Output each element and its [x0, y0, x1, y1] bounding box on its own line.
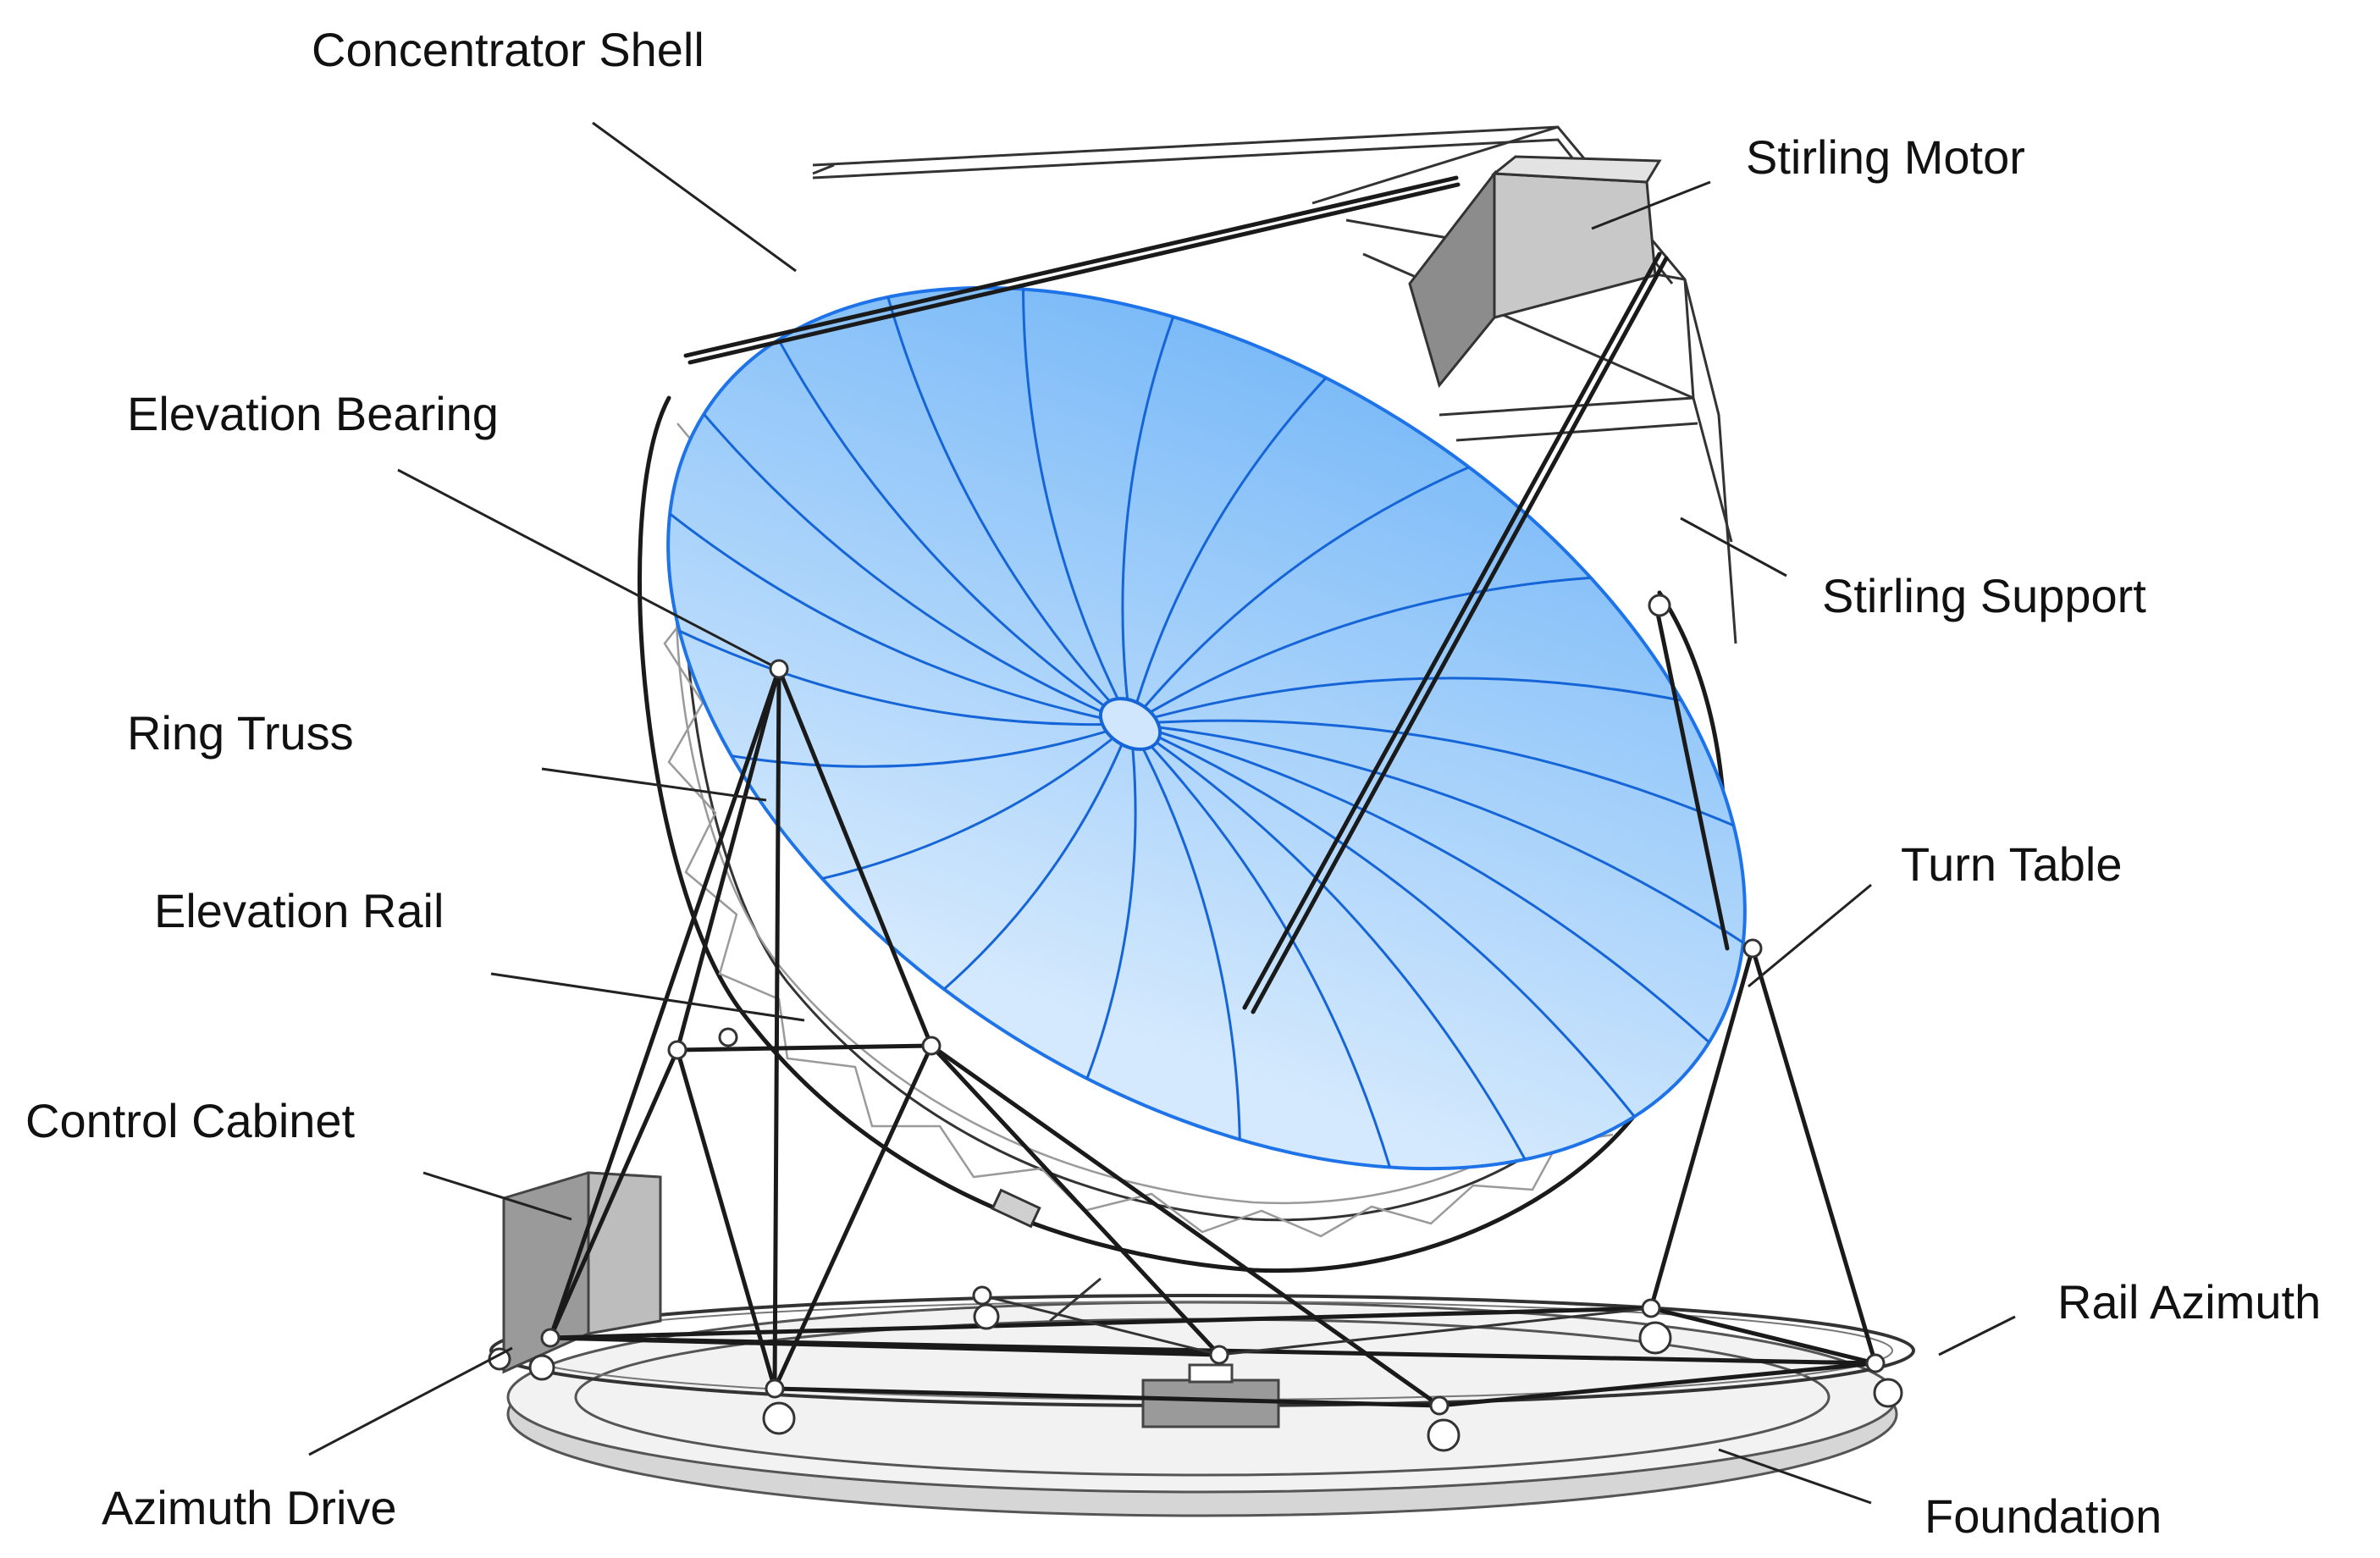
label-azimuth-drive: Azimuth Drive	[102, 1481, 397, 1534]
dish-rib	[1129, 719, 1735, 827]
leader-azimuth-drive	[308, 1346, 513, 1456]
label-ring-truss: Ring Truss	[127, 706, 354, 760]
dish-rib	[1085, 723, 1137, 1080]
label-control-cabinet: Control Cabinet	[25, 1094, 356, 1147]
label-elevation-rail: Elevation Rail	[154, 884, 444, 937]
dish-rib	[943, 723, 1132, 991]
leader-concentrator-shell	[592, 121, 797, 273]
dish-rib	[1121, 316, 1175, 725]
leader-stirling-support	[1680, 517, 1787, 577]
center-pivot-top	[1188, 1363, 1234, 1384]
dish-rib	[1129, 677, 1682, 726]
leader-ring-truss	[541, 767, 767, 802]
support-frame	[548, 599, 1878, 1408]
dish-rib	[669, 512, 1131, 726]
dish-rib	[1129, 466, 1470, 725]
dish-rib	[777, 339, 1131, 726]
leader-elevation-bearing	[397, 468, 771, 666]
dish-rib	[1129, 723, 1241, 1140]
dish-rib	[1129, 722, 1527, 1160]
joints	[488, 594, 1903, 1452]
dish-rib	[1129, 576, 1592, 726]
dish-rib	[886, 296, 1132, 726]
label-rail-azimuth: Rail Azimuth	[2057, 1275, 2321, 1329]
leader-control-cabinet	[422, 1171, 572, 1221]
leader-foundation	[1718, 1448, 1872, 1505]
dish-rib	[703, 413, 1131, 726]
callout-labels: Concentrator Shell Stirling Motor Elevat…	[25, 23, 2321, 1543]
dish-hub	[1098, 697, 1162, 751]
leader-elevation-rail	[490, 972, 805, 1022]
center-pivot	[1141, 1378, 1280, 1428]
label-foundation: Foundation	[1924, 1489, 2162, 1543]
label-turn-table: Turn Table	[1901, 837, 2123, 891]
dish-rib	[1129, 722, 1636, 1118]
label-concentrator-shell: Concentrator Shell	[312, 23, 704, 76]
dish-rib	[678, 629, 1131, 727]
label-elevation-bearing: Elevation Bearing	[127, 387, 499, 440]
dish-rib	[821, 722, 1131, 881]
stirling-motor	[1408, 155, 1662, 389]
dish-rib	[1022, 289, 1132, 725]
leader-stirling-motor	[1591, 180, 1711, 230]
label-stirling-motor: Stirling Motor	[1746, 130, 2025, 184]
label-stirling-support: Stirling Support	[1822, 569, 2146, 622]
concentrator-dish	[666, 163, 1747, 1171]
dish-rib	[1129, 722, 1710, 1044]
dish-rib	[1129, 722, 1744, 944]
leader-lines	[308, 121, 2016, 1505]
leader-rail-azimuth	[1938, 1315, 2016, 1356]
dish-rib	[731, 722, 1131, 768]
foundation-group	[489, 1294, 1915, 1517]
dish-rib	[1129, 377, 1328, 725]
leader-turn-table	[1748, 883, 1872, 988]
